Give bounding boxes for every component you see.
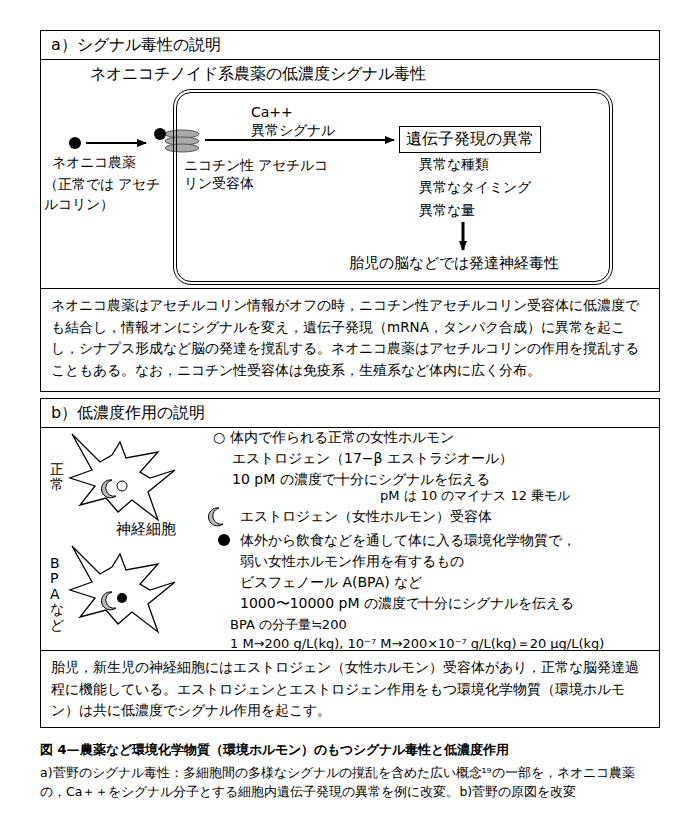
label-text: 体外から飲食などを通して体に入る環境化学物質で， <box>240 531 576 549</box>
binding-arrow <box>86 142 146 144</box>
node-text: 胎児，新生児の神経細胞にはエストロジェン（女性ホルモン）受容体があり，正常な脳発… <box>51 657 649 722</box>
receptor-crescent <box>102 480 116 498</box>
estrogen-circle <box>117 481 127 491</box>
label-text: pM は 10 のマイナス 12 乗モル <box>380 488 570 505</box>
node-text: 異常な量 <box>419 201 475 219</box>
explanation-box: ネオニコ農薬はアセチルコリン情報がオフの時，ニコチン性アセチルコリン受容体に低濃… <box>41 288 659 392</box>
label-text: 1000〜10000 pM の濃度で十分にシグナルを伝える <box>240 594 574 612</box>
receptor-crescent <box>102 592 116 610</box>
node-text: ニコチン性 アセチルコリン受容体 <box>184 157 334 192</box>
outcome-arrow <box>462 222 465 250</box>
label-text: （正常では アセチルコリン） <box>44 174 166 215</box>
label-text: a)菅野のシグナル毒性：多細胞間の多様なシグナルの撹乱を含めた広い概念¹⁹の一部… <box>40 764 660 802</box>
node-text: 異常な種類 <box>419 155 489 173</box>
cell-box: Ca++異常シグナルニコチン性 アセチルコリン受容体 異常な種類異常なタイミング異… <box>173 89 613 285</box>
bound-ligand-dot <box>154 128 166 140</box>
label-text: BPA の分子量≒200 <box>230 617 347 634</box>
label-text: 1 M→200 g/L(kg), 10⁻⁷ M→200×10⁻⁷ g/L(kg)… <box>230 636 604 653</box>
label-text: エストロジェン（女性ホルモン）受容体 <box>240 507 492 525</box>
figure-caption: 図 4—農薬など環境化学物質（環境ホルモン）のもつシグナル毒性と低濃度作用 <box>40 742 509 759</box>
panel-heading: a）シグナル毒性の説明 <box>41 31 659 60</box>
node-text: 異常なタイミング <box>419 178 531 196</box>
process-box: 遺伝子発現の異常 <box>399 126 541 153</box>
receptor-symbol <box>165 144 199 152</box>
node-text: 遺伝子発現の異常 <box>406 129 534 150</box>
label-text: ○ 体内で作られる正常の女性ホルモン <box>213 428 454 446</box>
bpa-dot <box>117 593 127 603</box>
neuron-bpa <box>70 546 175 632</box>
label-text: 10 pM の濃度で十分にシグナルを伝える <box>232 470 490 488</box>
panel-heading: b）低濃度作用の説明 <box>41 399 659 428</box>
panel-box: a）シグナル毒性の説明Ca++異常シグナルニコチン性 アセチルコリン受容体異常な… <box>40 30 660 392</box>
signal-arrow <box>205 139 394 141</box>
label-text: ビスフェノール A(BPA) など <box>240 573 422 591</box>
neuron-normal <box>70 434 175 520</box>
node-text: ネオニコ農薬はアセチルコリン情報がオフの時，ニコチン性アセチルコリン受容体に低濃… <box>51 295 649 381</box>
explanation-box: 胎児，新生児の神経細胞にはエストロジェン（女性ホルモン）受容体があり，正常な脳発… <box>41 650 659 728</box>
node-text: 異常シグナル <box>251 121 335 139</box>
receptor-legend-symbol <box>209 508 223 526</box>
label-text: 弱い女性ホルモン作用を有するもの <box>240 552 464 570</box>
label-text: 正常 <box>50 462 64 493</box>
ligand-dot <box>69 137 81 149</box>
label-text: 神経細胞 <box>116 520 176 540</box>
node-text: Ca++ <box>251 103 293 121</box>
label-text: エストロジェン（17−β エストラジオール） <box>232 449 513 467</box>
label-text: BPAなど <box>50 556 64 633</box>
label-text: ネオニコ農薬 <box>52 153 136 171</box>
label-text: ネオニコチノイド系農薬の低濃度シグナル毒性 <box>90 64 426 85</box>
node-text: 胎児の脳などでは発達神経毒性 <box>349 254 559 274</box>
bpa-legend-dot <box>218 534 230 546</box>
